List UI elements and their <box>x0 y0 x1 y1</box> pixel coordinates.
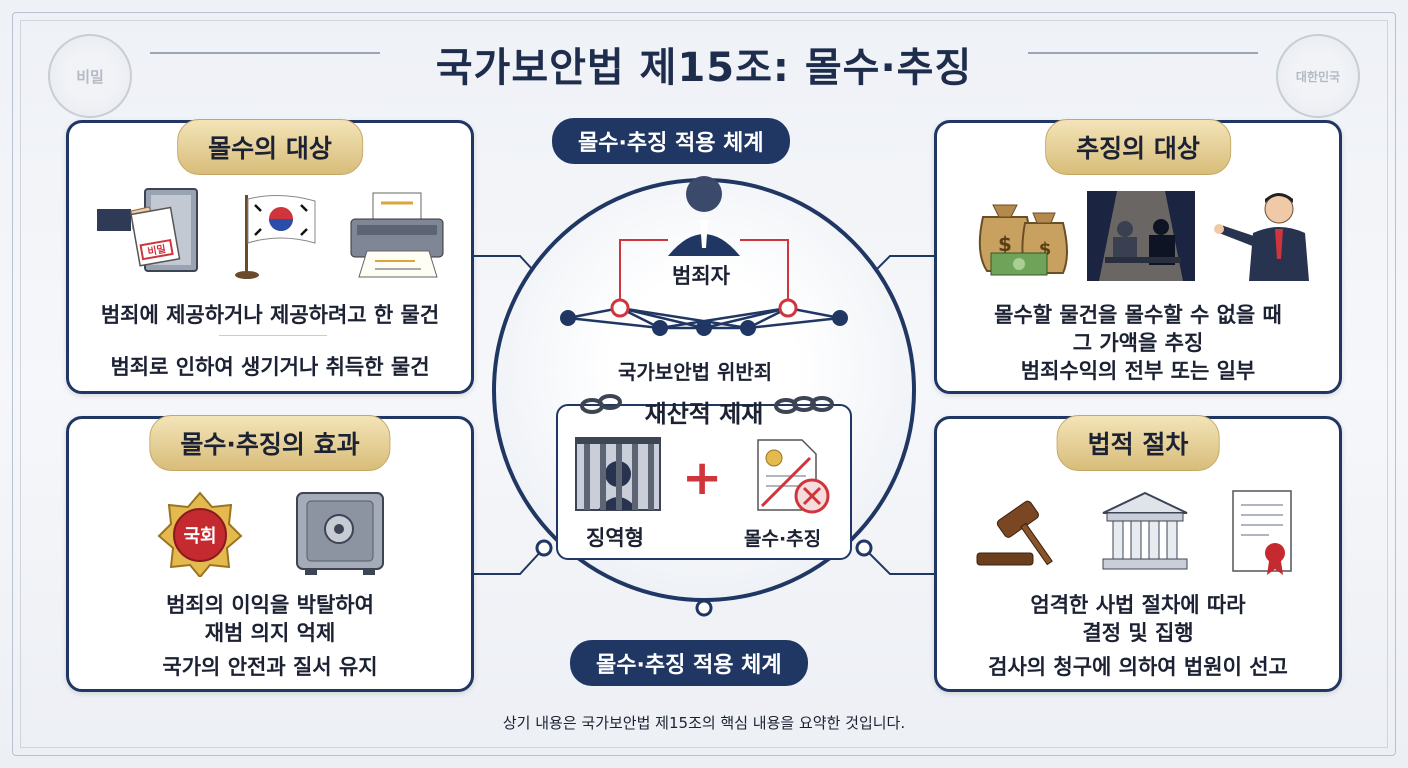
flag-icon <box>235 189 325 281</box>
dollar-sign-left: $ <box>998 232 1012 256</box>
card-collection-targets: 추징의 대상 $ $ <box>934 119 1342 394</box>
card-forfeiture-targets: 몰수의 대상 비밀 <box>66 119 474 394</box>
card-line-1: 엄격한 사법 절차에 따라 <box>1030 593 1246 617</box>
secret-meeting-icon <box>1087 191 1195 281</box>
card-line-2: 재범 의지 억제 <box>204 621 336 645</box>
title-banner: 국가보안법 제15조: 몰수·추징 <box>384 28 1024 100</box>
prison-label: 징역형 <box>586 526 644 550</box>
offender-label: 범죄자 <box>672 264 730 288</box>
courthouse-icon <box>1099 489 1191 575</box>
card-line-1: 몰수할 물건을 몰수할 수 없을 때 <box>994 303 1282 327</box>
sanction-label: 재산적 제재 <box>644 400 764 428</box>
gavel-icon <box>973 493 1073 573</box>
certificate-icon <box>1229 487 1299 579</box>
crime-label: 국가보안법 위반죄 <box>618 360 773 384</box>
card-line-3: 검사의 청구에 의하여 법원이 선고 <box>988 655 1288 679</box>
top-pill-label: 몰수·추징 적용 체계 <box>552 118 790 164</box>
forfeiture-label: 몰수·추징 <box>744 528 822 550</box>
title-rule-right <box>1028 52 1258 54</box>
right-seal: 대한민국 <box>1276 34 1360 118</box>
card-line-1: 범죄에 제공하거나 제공하려고 한 물건 <box>100 303 440 327</box>
left-seal: 비밀 <box>48 34 132 118</box>
card-divider <box>219 335 327 336</box>
card-header-procedure: 법적 절차 <box>1056 415 1220 471</box>
card-header-effects: 몰수·추징의 효과 <box>149 415 391 471</box>
card-line-1: 범죄의 이익을 박탈하여 <box>166 593 374 617</box>
bottom-pill-label: 몰수·추징 적용 체계 <box>570 640 808 686</box>
card-header-forfeiture-targets: 몰수의 대상 <box>177 119 363 175</box>
title-rule-left <box>150 52 380 54</box>
printer-icon <box>345 189 455 281</box>
outer-frame <box>12 12 1396 756</box>
page-title: 국가보안법 제15조: 몰수·추징 <box>435 45 973 91</box>
emblem-text: 국회 <box>183 526 216 547</box>
hand-document-icon: 비밀 <box>93 185 203 275</box>
card-line-3: 국가의 안전과 질서 유지 <box>162 655 378 679</box>
right-seal-text: 대한민국 <box>1295 69 1341 84</box>
card-effects: 몰수·추징의 효과 국회 범죄의 이익을 박탈하여 재범 의지 억제 국가의 안… <box>66 415 474 692</box>
safe-icon <box>291 489 391 579</box>
card-line-2: 범죄로 인하여 생기거나 취득한 물건 <box>110 355 430 379</box>
card-procedure: 법적 절차 엄격한 사법 절차에 따라 결정 및 집행 검사의 청구에 의하여 … <box>934 415 1342 692</box>
plus-sign: + <box>682 450 723 506</box>
secret-stamp-text: 비밀 <box>146 242 166 258</box>
card-line-2: 그 가액을 추징 <box>1072 331 1204 355</box>
left-seal-text: 비밀 <box>76 67 104 86</box>
card-line-3: 범죄수익의 전부 또는 일부 <box>1020 359 1256 383</box>
money-bags-icon: $ $ <box>965 193 1075 279</box>
inner-frame <box>20 20 1388 748</box>
chain-icon <box>580 394 834 414</box>
footnote: 상기 내용은 국가보안법 제15조의 핵심 내용을 요약한 것입니다. <box>502 714 906 732</box>
card-header-collection-targets: 추징의 대상 <box>1045 119 1231 175</box>
national-assembly-emblem-icon: 국회 <box>157 491 243 577</box>
forfeiture-document-icon <box>757 439 830 514</box>
pointing-official-icon <box>1213 189 1323 281</box>
card-line-2: 결정 및 집행 <box>1082 621 1194 645</box>
prison-icon <box>575 437 661 511</box>
offender-network-diagram <box>560 176 848 336</box>
